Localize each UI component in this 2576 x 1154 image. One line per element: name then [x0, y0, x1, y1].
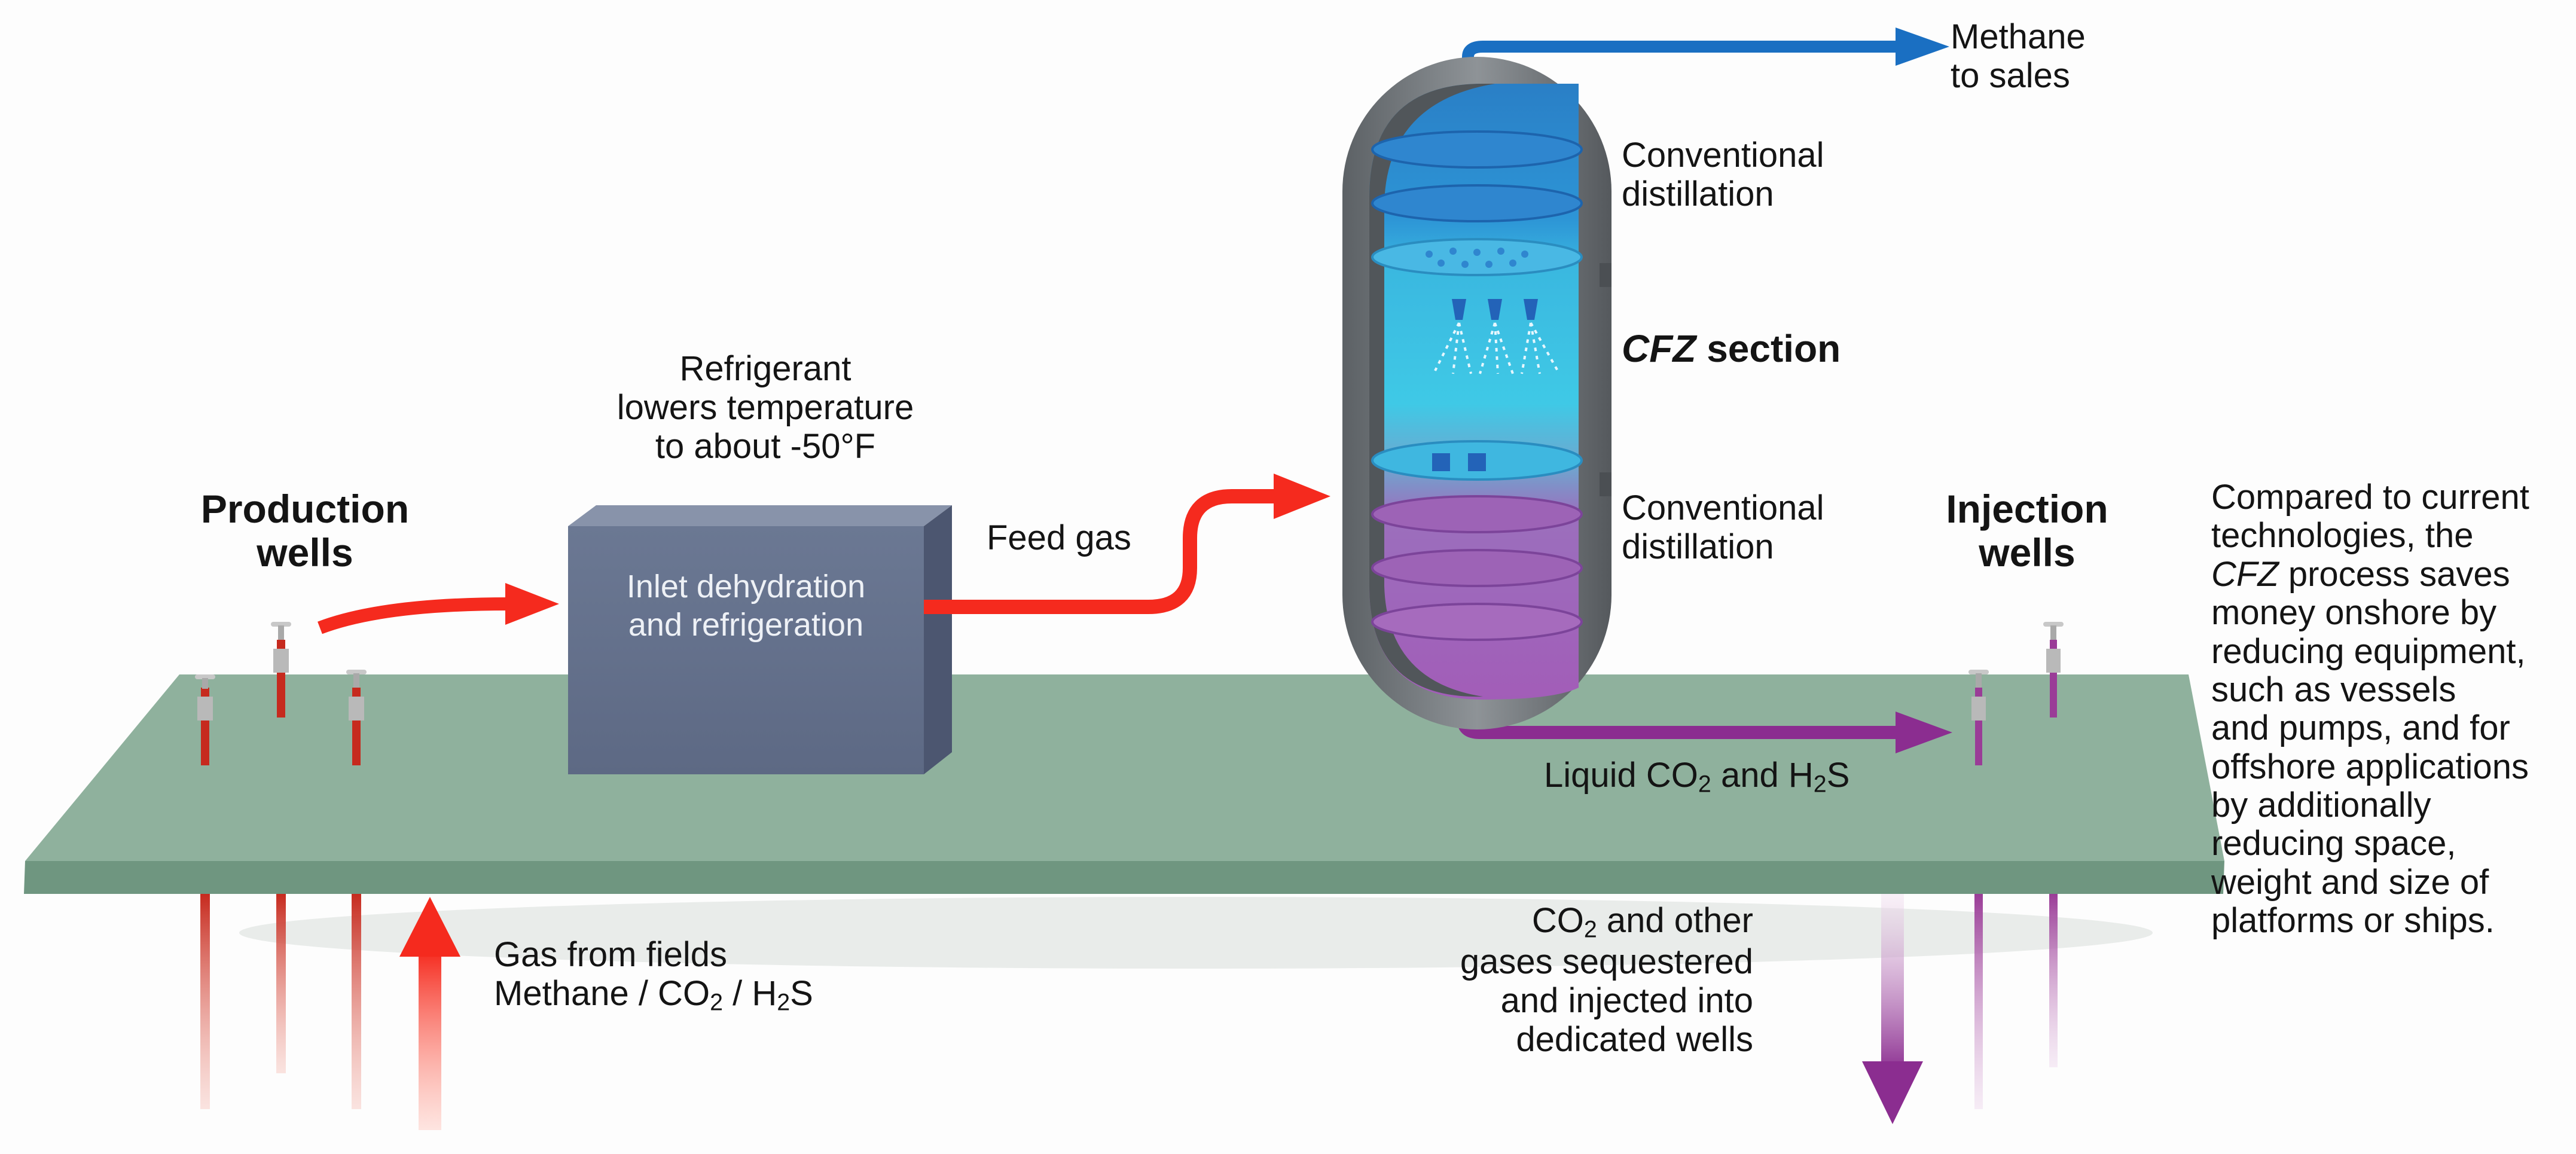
compared-line10: reducing space, [2211, 824, 2456, 863]
seq-line3: and injected into [1500, 981, 1753, 1020]
compared-line8: offshore applications [2211, 747, 2529, 786]
production-line2: wells [257, 530, 353, 575]
gas-fields-sub-h2s: 2 [777, 989, 790, 1016]
gas-up-arrow-shaft [419, 951, 441, 1130]
gas-fields-sub-co2: 2 [710, 989, 723, 1016]
compared-cfz-italic: CFZ [2211, 554, 2279, 594]
arrow-to-inlet-box-head [505, 583, 559, 625]
conventional-distillation-top-label: Conventional distillation [1622, 136, 1824, 214]
compared-line5: reducing equipment, [2211, 631, 2526, 671]
seq-line4: dedicated wells [1516, 1019, 1753, 1059]
production-pipe-below-1 [200, 894, 210, 1109]
conv-bot-line1: Conventional [1622, 489, 1824, 527]
inlet-line2: and refrigeration [628, 606, 864, 643]
compared-line4: money onshore by [2211, 593, 2497, 633]
compared-line6: such as vessels [2211, 670, 2456, 709]
refrigerant-line3: to about -50°F [655, 426, 876, 466]
injection-pipe-below-1 [1974, 894, 1983, 1109]
production-well-1 [195, 674, 215, 765]
spray-nozzles [1452, 299, 1538, 320]
liquid-co2-arrow-head [1896, 712, 1952, 753]
gas-fields-part-a: Methane / CO [494, 973, 710, 1013]
compared-line12: platforms or ships. [2211, 901, 2495, 941]
seq-and-other: and other [1597, 901, 1753, 940]
inlet-line1: Inlet dehydration [626, 569, 866, 605]
gas-up-arrow-head [399, 897, 460, 957]
refrigerant-line2: lowers temperature [616, 387, 914, 427]
methane-line1: Methane [1951, 17, 2086, 56]
conventional-distillation-bottom-label: Conventional distillation [1622, 489, 1824, 567]
arrow-to-inlet-box [318, 597, 509, 634]
production-wells-label: Production wells [138, 487, 472, 574]
compared-line9: by additionally [2211, 786, 2431, 825]
feed-gas-label: Feed gas [987, 518, 1131, 558]
compared-line3: CFZ process saves [2211, 555, 2570, 594]
gas-fields-line2: Methane / CO2 / H2S [494, 973, 813, 1016]
production-pipe-below-2 [276, 894, 286, 1073]
gas-fields-line1: Gas from fields [494, 935, 727, 974]
conv-top-line1: Conventional [1622, 136, 1824, 175]
cfz-vessel [1342, 57, 1611, 729]
cfz-section-label: CFZ section [1622, 327, 1841, 371]
refrigerant-label: Refrigerant lowers temperature to about … [526, 349, 1005, 466]
liquid-co2-part-e: S [1826, 756, 1850, 795]
gas-from-fields-label: Gas from fields Methane / CO2 / H2S [494, 935, 813, 1016]
compared-paragraph: Compared to current technologies, the CF… [2211, 478, 2570, 941]
injection-well-2 [2043, 622, 2064, 718]
feed-gas-text: Feed gas [987, 518, 1131, 557]
liquid-co2-part-a: Liquid CO [1544, 756, 1698, 795]
compared-line7: and pumps, and for [2211, 709, 2510, 748]
injection-well-1 [1968, 670, 1989, 765]
production-line1: Production [200, 487, 410, 531]
compared-line2: technologies, the [2211, 516, 2474, 555]
seq-line1: CO2 and other [1375, 901, 1753, 943]
compared-line1: Compared to current [2211, 478, 2529, 517]
production-pipe-below-3 [352, 894, 361, 1109]
cfz-section-rest: section [1707, 327, 1841, 370]
co2-sequestered-label: CO2 and other gases sequestered and inje… [1375, 901, 1753, 1060]
production-well-2 [271, 622, 291, 718]
injection-wells-label: Injection wells [1878, 487, 2177, 574]
methane-arrow-head [1896, 28, 1949, 66]
refrigerant-line1: Refrigerant [679, 349, 851, 388]
methane-arrow [1462, 41, 1902, 69]
injection-pipe-below-2 [2049, 894, 2058, 1067]
production-well-3 [346, 670, 367, 765]
inlet-box [568, 505, 952, 774]
liquid-co2-part-c: and H [1711, 756, 1814, 795]
methane-line2: to sales [1951, 56, 2070, 95]
platform-shadow [239, 897, 2153, 969]
methane-to-sales-label: Methane to sales [1951, 17, 2086, 96]
compared-line11: weight and size of [2211, 862, 2489, 902]
feed-gas-arrow [924, 489, 1280, 614]
feed-gas-arrow-head [1274, 474, 1330, 519]
seq-line2: gases sequestered [1460, 942, 1753, 981]
platform-front [24, 861, 2224, 894]
conv-bot-line2: distillation [1622, 527, 1774, 566]
injection-line1: Injection [1946, 487, 2108, 531]
cfz-section-italic: CFZ [1622, 327, 1696, 370]
liquid-h2s-sub-2: 2 [1813, 771, 1827, 798]
sequester-down-arrow-shaft [1881, 894, 1904, 1073]
seq-sub-2: 2 [1583, 916, 1597, 943]
seq-co: CO [1531, 901, 1584, 940]
compared-line3-rest: process saves [2278, 554, 2510, 594]
gas-fields-part-e: S [790, 973, 813, 1013]
inlet-box-label: Inlet dehydration and refrigeration [568, 568, 924, 644]
injection-line2: wells [1979, 530, 2076, 575]
liquid-co2-sub-2: 2 [1698, 771, 1711, 798]
sequester-down-arrow-head [1862, 1061, 1923, 1124]
gas-fields-part-c: / H [723, 973, 777, 1013]
liquid-co2-label: Liquid CO2 and H2S [1544, 756, 1849, 798]
conv-top-line2: distillation [1622, 174, 1774, 213]
